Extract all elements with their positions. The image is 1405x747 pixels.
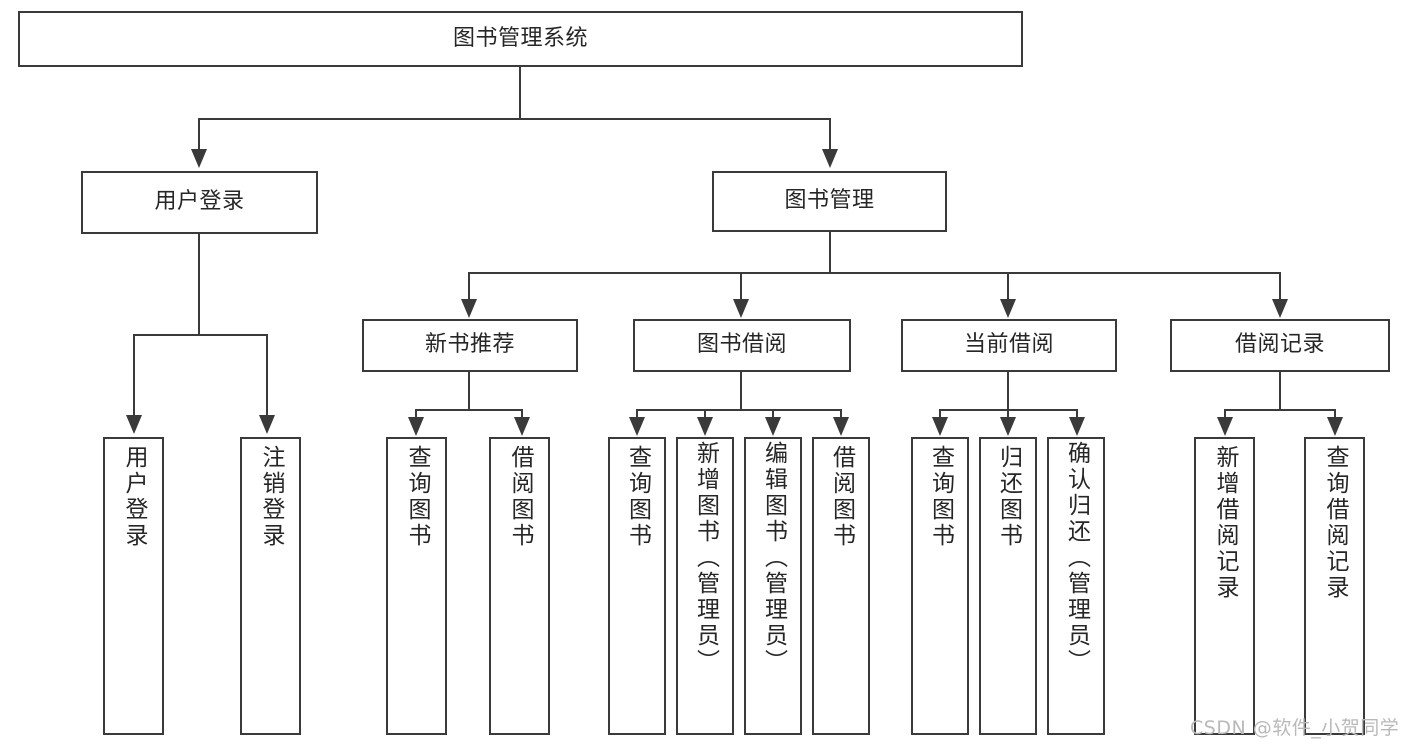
arrowhead-re-add bbox=[1217, 417, 1233, 436]
connector-user-login-stem bbox=[198, 234, 201, 335]
node-label: 当前借阅 bbox=[963, 332, 1054, 358]
connector-borrow-child-2 bbox=[704, 409, 707, 419]
connector-current-child-1 bbox=[939, 409, 942, 419]
leaf-current-confirm-return-admin[interactable]: 确认归还（管理员） bbox=[1047, 437, 1105, 735]
node-current-borrowing[interactable]: 当前借阅 bbox=[901, 319, 1117, 372]
node-label: 编辑图书（管理员） bbox=[760, 441, 787, 675]
connector-records-stem bbox=[1279, 372, 1282, 411]
connector-to-borrow bbox=[740, 272, 743, 301]
node-label: 用户登录 bbox=[154, 189, 245, 215]
connector-borrow-bus bbox=[636, 409, 842, 412]
connector-to-current bbox=[1007, 272, 1010, 301]
leaf-borrow-lend-book[interactable]: 借阅图书 bbox=[812, 437, 870, 735]
arrowhead-leaf-user-login bbox=[126, 415, 142, 434]
leaf-borrow-query-book[interactable]: 查询图书 bbox=[608, 437, 666, 735]
node-label: 查询图书 bbox=[404, 445, 430, 549]
node-label: 查询借阅记录 bbox=[1322, 445, 1348, 601]
node-label: 图书管理系统 bbox=[452, 25, 588, 51]
connector-new-book-bus bbox=[415, 409, 523, 412]
connector-current-child-3 bbox=[1076, 409, 1079, 419]
arrowhead-cu-confirm bbox=[1069, 417, 1085, 436]
watermark-text: CSDN @软件_小贺同学 bbox=[1190, 717, 1400, 739]
node-label: 归还图书 bbox=[995, 445, 1022, 549]
leaf-borrow-edit-book-admin[interactable]: 编辑图书（管理员） bbox=[744, 437, 802, 735]
arrowhead-new-book bbox=[461, 299, 477, 318]
connector-user-login-child-1 bbox=[133, 334, 136, 417]
connector-current-child-2 bbox=[1007, 409, 1010, 419]
connector-records-child-1 bbox=[1224, 409, 1227, 419]
connector-root-bus bbox=[198, 118, 831, 121]
leaf-records-add[interactable]: 新增借阅记录 bbox=[1194, 437, 1255, 735]
connector-book-mgmt-bus bbox=[468, 272, 1280, 275]
connector-root-to-user-login bbox=[198, 118, 201, 151]
arrowhead-bo-add bbox=[697, 417, 713, 436]
leaf-new-book-borrow[interactable]: 借阅图书 bbox=[489, 437, 550, 735]
arrowhead-cu-return bbox=[1000, 417, 1016, 436]
arrowhead-cu-query bbox=[932, 417, 948, 436]
node-book-management[interactable]: 图书管理 bbox=[712, 171, 947, 232]
node-book-borrowing[interactable]: 图书借阅 bbox=[633, 319, 851, 372]
leaf-user-login[interactable]: 用户登录 bbox=[103, 437, 164, 735]
connector-user-login-bus bbox=[133, 334, 266, 337]
connector-root-to-book-mgmt bbox=[829, 118, 832, 151]
arrowhead-book-mgmt bbox=[822, 149, 838, 168]
connector-records-child-2 bbox=[1334, 409, 1337, 419]
connector-borrow-child-1 bbox=[636, 409, 639, 419]
node-label: 新增图书（管理员） bbox=[692, 441, 719, 675]
leaf-new-book-query[interactable]: 查询图书 bbox=[386, 437, 447, 735]
arrowhead-bo-lend bbox=[833, 417, 849, 436]
connector-new-book-stem bbox=[468, 372, 471, 411]
node-label: 新增借阅记录 bbox=[1212, 445, 1238, 601]
connector-records-bus bbox=[1224, 409, 1336, 412]
connector-borrow-child-3 bbox=[772, 409, 775, 419]
connector-current-stem bbox=[1007, 372, 1010, 411]
node-label: 查询图书 bbox=[624, 445, 651, 549]
node-label: 注销登录 bbox=[258, 445, 284, 549]
node-label: 用户登录 bbox=[121, 445, 147, 549]
leaf-current-return-book[interactable]: 归还图书 bbox=[979, 437, 1037, 735]
node-label: 查询图书 bbox=[927, 445, 954, 549]
connector-book-mgmt-stem bbox=[829, 232, 832, 274]
arrowhead-re-query bbox=[1327, 417, 1343, 436]
connector-new-book-child-1 bbox=[415, 409, 418, 419]
node-new-book-recommendation[interactable]: 新书推荐 bbox=[362, 319, 578, 372]
connector-to-new-book bbox=[468, 272, 471, 301]
node-label: 图书借阅 bbox=[696, 332, 787, 358]
node-label: 确认归还（管理员） bbox=[1063, 441, 1090, 675]
connector-root-stem bbox=[519, 67, 522, 120]
node-label: 图书管理 bbox=[784, 188, 875, 214]
node-borrow-records[interactable]: 借阅记录 bbox=[1170, 319, 1390, 372]
arrowhead-user-login bbox=[191, 149, 207, 168]
connector-new-book-child-2 bbox=[521, 409, 524, 419]
connector-borrow-stem bbox=[740, 372, 743, 411]
node-label: 新书推荐 bbox=[424, 332, 515, 358]
leaf-logout[interactable]: 注销登录 bbox=[240, 437, 301, 735]
connector-borrow-child-4 bbox=[840, 409, 843, 419]
arrowhead-nb-query bbox=[408, 417, 424, 436]
arrowhead-nb-borrow bbox=[514, 417, 530, 436]
leaf-current-query-book[interactable]: 查询图书 bbox=[911, 437, 969, 735]
node-label: 借阅记录 bbox=[1234, 332, 1325, 358]
node-label: 借阅图书 bbox=[828, 445, 855, 549]
connector-user-login-child-2 bbox=[266, 334, 269, 417]
arrowhead-current bbox=[1000, 299, 1016, 318]
node-label: 借阅图书 bbox=[507, 445, 533, 549]
node-root-system[interactable]: 图书管理系统 bbox=[18, 11, 1023, 67]
arrowhead-bo-query bbox=[629, 417, 645, 436]
arrowhead-records bbox=[1272, 299, 1288, 318]
leaf-records-query[interactable]: 查询借阅记录 bbox=[1304, 437, 1365, 735]
leaf-borrow-add-book-admin[interactable]: 新增图书（管理员） bbox=[676, 437, 734, 735]
arrowhead-bo-edit bbox=[765, 417, 781, 436]
node-user-login[interactable]: 用户登录 bbox=[81, 171, 318, 234]
arrowhead-leaf-logout bbox=[259, 415, 275, 434]
connector-to-records bbox=[1279, 272, 1282, 301]
arrowhead-borrow bbox=[733, 299, 749, 318]
